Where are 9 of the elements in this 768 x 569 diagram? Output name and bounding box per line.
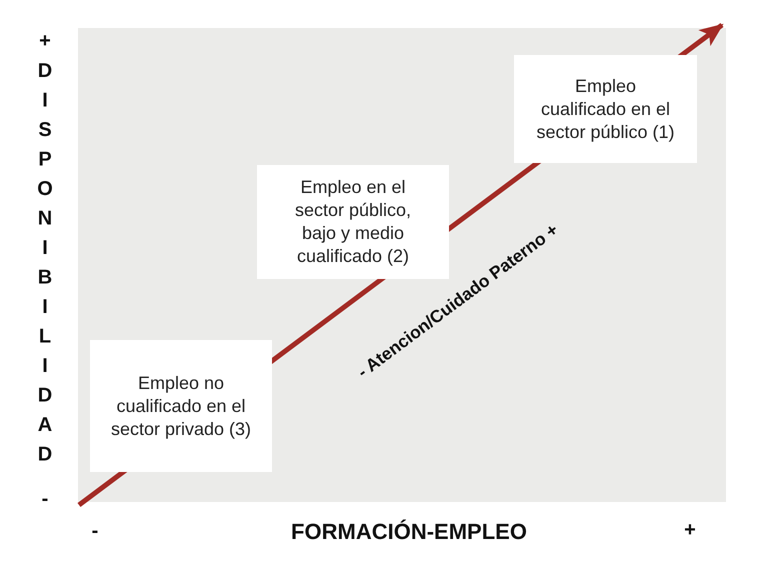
axis-plus-sign: + bbox=[684, 520, 696, 540]
category-card: Empleo en el sector público, bajo y medio cualificado (2) bbox=[257, 165, 449, 279]
axis-plus-sign: + bbox=[39, 31, 51, 51]
axis-minus-sign: - bbox=[92, 521, 98, 541]
axis-title: FORMACIÓN-EMPLEO bbox=[291, 521, 527, 543]
category-card: Empleo cualificado en el sector público (1) bbox=[514, 55, 697, 163]
axis-minus-sign: - bbox=[42, 489, 48, 509]
axis-title: DISPONIBILIDAD bbox=[33, 60, 57, 473]
category-card: Empleo no cualificado en el sector privado (3) bbox=[90, 340, 272, 472]
